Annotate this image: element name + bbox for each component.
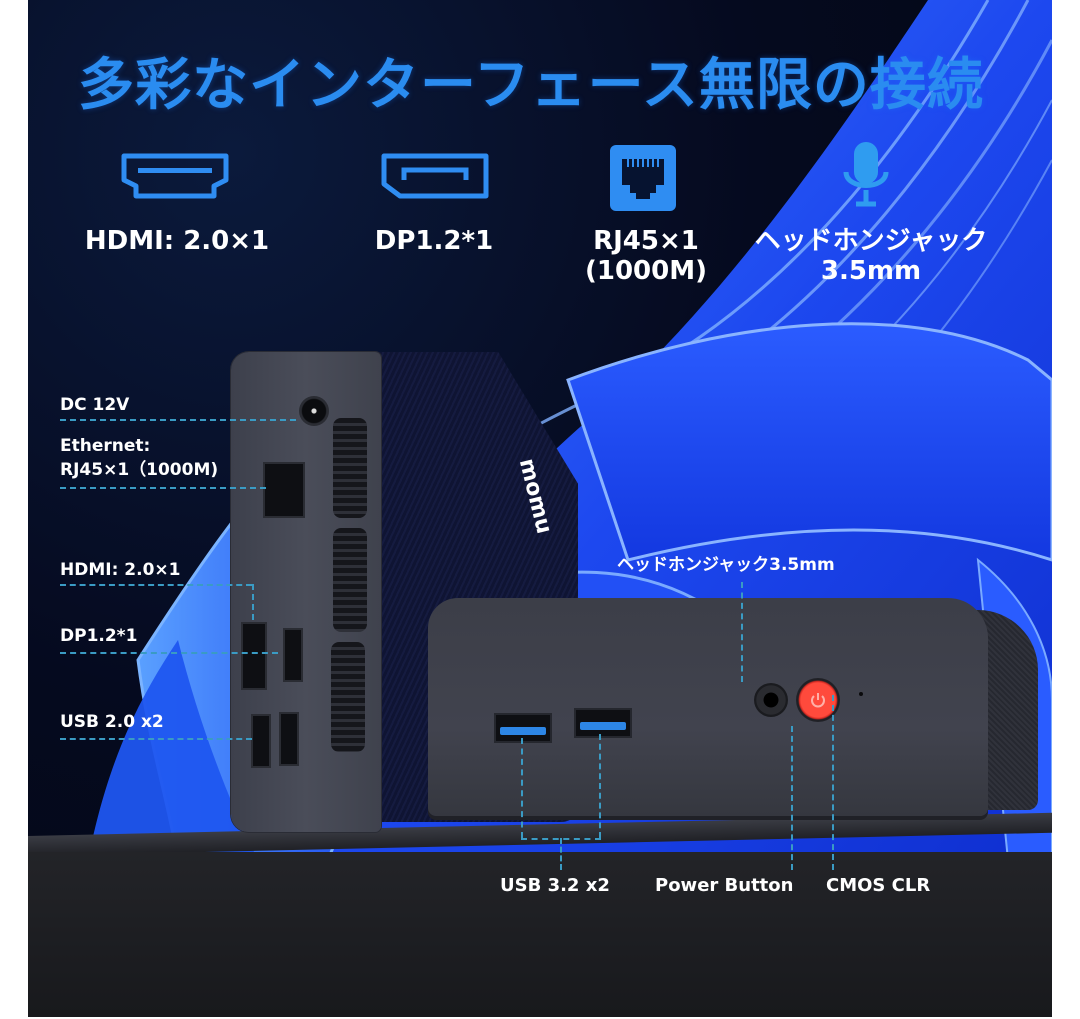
feature-headphone-label: ヘッドホンジャック bbox=[754, 226, 988, 256]
feature-dp: DP1.2*1 bbox=[354, 226, 514, 256]
feature-rj45-label: RJ45×1 bbox=[593, 226, 699, 256]
label-dc-12v: DC 12V bbox=[60, 395, 130, 415]
hdmi-port bbox=[283, 628, 303, 682]
rj45-ethernet-icon bbox=[610, 145, 676, 216]
feature-headphone-sublabel: 3.5mm bbox=[820, 256, 922, 286]
label-ethernet: Ethernet: bbox=[60, 436, 151, 456]
feature-rj45: RJ45×1 (1000M) bbox=[576, 226, 716, 286]
vent-top bbox=[333, 418, 367, 518]
leader-ethernet bbox=[60, 487, 266, 489]
usb3-port-1 bbox=[494, 713, 552, 743]
feature-headphone: ヘッドホンジャック 3.5mm bbox=[736, 226, 1006, 286]
product-image: 多彩なインターフェース無限の接続 HDMI: 2.0×1 DP1.2*1 RJ4… bbox=[28, 0, 1052, 1017]
horizontal-pc-front-panel bbox=[428, 598, 988, 816]
leader-usb2 bbox=[60, 738, 252, 740]
label-headphone-jack: ヘッドホンジャック3.5mm bbox=[617, 555, 835, 575]
leader-usb3-2 bbox=[599, 734, 601, 838]
label-hdmi: HDMI: 2.0×1 bbox=[60, 560, 181, 580]
leader-hdmi-vertical bbox=[252, 584, 254, 620]
headphone-jack bbox=[754, 683, 788, 717]
label-ethernet-rj45: RJ45×1（1000M) bbox=[60, 460, 219, 480]
leader-cmos bbox=[832, 695, 834, 870]
hdmi-port-icon bbox=[120, 152, 230, 205]
page-title: 多彩なインターフェース無限の接続 bbox=[78, 53, 984, 118]
feature-hdmi: HDMI: 2.0×1 bbox=[82, 226, 272, 256]
usb2-port-2 bbox=[279, 712, 299, 766]
displayport-icon bbox=[380, 152, 490, 205]
feature-dp-label: DP1.2*1 bbox=[374, 226, 494, 256]
label-usb2: USB 2.0 x2 bbox=[60, 712, 164, 732]
usb3-port-2 bbox=[574, 708, 632, 738]
leader-usb3-1 bbox=[521, 738, 523, 838]
feature-hdmi-label: HDMI: 2.0×1 bbox=[84, 226, 270, 256]
vertical-pc-rear-panel bbox=[231, 352, 381, 832]
feature-rj45-sublabel: (1000M) bbox=[584, 256, 707, 286]
leader-power bbox=[791, 726, 793, 870]
leader-hdmi bbox=[60, 584, 252, 586]
leader-dc bbox=[60, 419, 296, 421]
microphone-headphone-icon bbox=[838, 140, 894, 217]
usb2-port-1 bbox=[251, 714, 271, 768]
vent-bottom bbox=[331, 642, 365, 752]
leader-dp bbox=[60, 652, 278, 654]
leader-headphone bbox=[741, 582, 743, 682]
vent-middle bbox=[333, 528, 367, 632]
ethernet-port bbox=[263, 462, 305, 518]
power-icon bbox=[811, 693, 825, 708]
leader-usb3-stem bbox=[560, 838, 562, 870]
label-dp: DP1.2*1 bbox=[60, 626, 138, 646]
cmos-clear-pinhole bbox=[859, 692, 863, 696]
displayport-port bbox=[241, 622, 267, 690]
floor bbox=[28, 852, 1052, 1017]
label-usb3: USB 3.2 x2 bbox=[500, 875, 610, 896]
label-cmos-clr: CMOS CLR bbox=[826, 875, 931, 896]
label-power-button: Power Button bbox=[655, 875, 794, 896]
dc-power-jack bbox=[299, 396, 329, 426]
